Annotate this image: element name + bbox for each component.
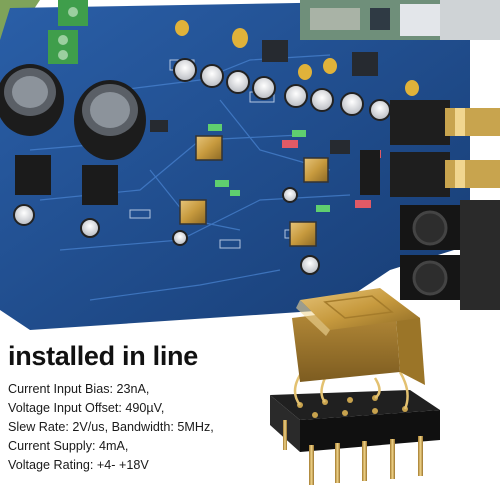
gold-modules-on-board [179, 135, 329, 247]
spec-caption: installed in line Current Input Bias: 23… [8, 340, 268, 475]
spec-voltage-rating: Voltage Rating: +4- +18V [8, 458, 149, 472]
small-capacitors [13, 58, 391, 275]
ic-chips [150, 40, 378, 154]
headline: installed in line [8, 341, 198, 371]
large-capacitors [0, 64, 146, 160]
spec-input-bias: Current Input Bias: 23nA, [8, 382, 150, 396]
top-right-board [300, 0, 500, 40]
xlr-connectors [400, 200, 500, 310]
spec-slew-bandwidth: Slew Rate: 2V/us, Bandwidth: 5MHz, [8, 420, 214, 434]
spec-input-offset: Voltage Input Offset: 490µV, [8, 401, 165, 415]
black-regulators [15, 150, 380, 205]
rca-connectors [390, 100, 500, 197]
terminal-block [48, 0, 88, 64]
spec-current-supply: Current Supply: 4mA, [8, 439, 129, 453]
yellow-capacitors [175, 20, 419, 96]
featured-opamp-module [270, 288, 440, 485]
spec-list: Current Input Bias: 23nA, Voltage Input … [8, 380, 268, 475]
